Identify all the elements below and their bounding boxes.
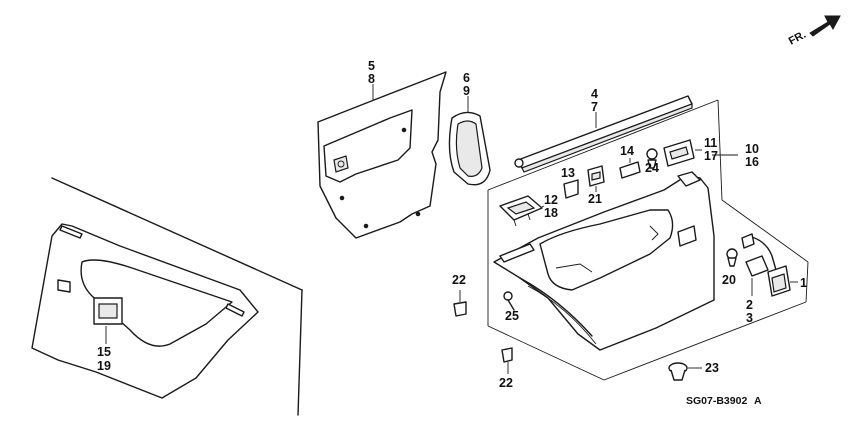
weatherstrip: 4 7 (514, 87, 693, 173)
bracket-11: 11 17 (663, 136, 718, 167)
callout-16: 16 (745, 155, 759, 169)
inset-trim-panel (31, 223, 259, 399)
clip-22-lower: 22 (499, 347, 513, 390)
callout-21: 21 (588, 192, 602, 206)
forward-arrow-icon (809, 15, 841, 37)
clip-13: 13 (561, 166, 579, 199)
callout-24: 24 (645, 161, 659, 175)
callout-18: 18 (544, 206, 558, 220)
callout-23: 23 (705, 361, 719, 375)
diagram-code: SG07-B3902 (686, 395, 747, 407)
clip-22-upper: 22 (452, 273, 467, 317)
callout-14: 14 (620, 144, 634, 158)
callout-2: 2 (746, 298, 753, 312)
callout-4: 4 (591, 87, 598, 101)
inset-view: 15 19 (31, 177, 303, 416)
direction-label: FR. (787, 29, 808, 48)
handle-frame: 6 9 (448, 71, 491, 186)
callout-11: 11 (704, 136, 717, 150)
callout-19: 19 (97, 359, 111, 373)
callout-25: 25 (505, 309, 519, 323)
callout-7: 7 (591, 100, 598, 114)
callout-6: 6 (463, 71, 470, 85)
clip-24: 24 (645, 148, 659, 175)
callout-10: 10 (745, 142, 759, 156)
clip-21: 21 (587, 165, 605, 206)
lamp-assembly: 1 2 3 (741, 233, 807, 325)
callout-9: 9 (463, 84, 470, 98)
callout-1: 1 (800, 276, 807, 290)
assembly-frame (487, 99, 809, 381)
direction-marker: FR. (787, 15, 841, 48)
diagram-code-block: SG07-B3902 A (686, 395, 762, 407)
callout-5: 5 (368, 59, 375, 73)
clip-20: 20 (722, 248, 738, 287)
screw-25: 25 (503, 291, 519, 323)
callout-22a: 22 (452, 273, 466, 287)
callout-13: 13 (561, 166, 575, 180)
callout-17: 17 (704, 149, 718, 163)
clip-14: 14 (619, 144, 641, 179)
callout-15: 15 (97, 345, 111, 359)
callout-22b: 22 (499, 376, 513, 390)
callout-3: 3 (746, 311, 753, 325)
inset-switch (93, 297, 123, 325)
inner-panel: 5 8 (317, 59, 447, 239)
main-trim-panel: 10 16 (493, 142, 759, 351)
callout-8: 8 (368, 72, 375, 86)
callout-20: 20 (722, 273, 736, 287)
grommet-23: 23 (668, 361, 719, 381)
diagram-code-suffix: A (754, 395, 762, 407)
switch-bezel: 12 18 (499, 193, 558, 227)
callout-12: 12 (544, 193, 558, 207)
